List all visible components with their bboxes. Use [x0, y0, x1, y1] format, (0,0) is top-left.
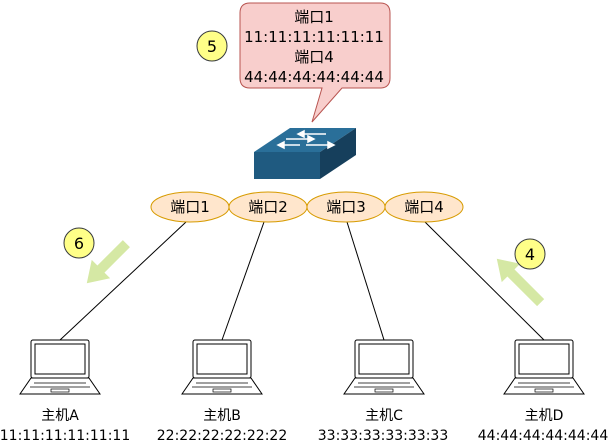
links: [59, 221, 545, 341]
step-badge-4: [514, 238, 546, 270]
laptop-icon: [181, 339, 263, 395]
host-c-name: 主机C: [365, 408, 403, 424]
arrow-to-host-a-icon: [86, 240, 130, 284]
ports: 端口1 端口2 端口3 端口4: [150, 191, 464, 223]
laptop-icon: [503, 339, 585, 395]
host-c: 主机C 33:33:33:33:33:33: [318, 339, 448, 444]
link-port3-host-c: [346, 221, 385, 341]
host-d: 主机D 44:44:44:44:44:44: [478, 339, 609, 444]
host-b: 主机B 22:22:22:22:22:22: [157, 339, 287, 444]
host-a-mac: 11:11:11:11:11:11: [0, 428, 130, 444]
callout-line-2: 11:11:11:11:11:11: [244, 28, 384, 46]
port-4: [384, 191, 464, 223]
link-port1-host-a: [59, 221, 187, 341]
callout-shape: [239, 2, 391, 123]
mac-table-callout: 端口1 11:11:11:11:11:11 端口4 44:44:44:44:44…: [239, 2, 391, 123]
host-d-name: 主机D: [525, 408, 564, 424]
switch-arrows-icon: [276, 129, 336, 150]
laptop-icon: [343, 339, 425, 395]
callout-line-1: 端口1: [294, 8, 334, 26]
callout-line-4: 44:44:44:44:44:44: [244, 68, 384, 86]
host-a-name: 主机A: [41, 408, 79, 424]
frame-arrows: [86, 240, 545, 307]
port-3-label: 端口3: [326, 198, 366, 216]
step-badge-5: [196, 30, 228, 62]
host-a: 主机A 11:11:11:11:11:11: [0, 339, 130, 444]
port-2-label: 端口2: [248, 198, 288, 216]
step-badges: 5 6 4: [63, 30, 546, 270]
port-4-label: 端口4: [404, 198, 444, 216]
callout-line-3: 端口4: [294, 48, 334, 66]
step-badge-6-label: 6: [74, 234, 84, 253]
laptop-icon: [19, 339, 101, 395]
link-port4-host-d: [424, 221, 545, 341]
step-badge-6: [63, 227, 95, 259]
arrow-from-host-d-icon: [496, 258, 545, 307]
step-badge-4-label: 4: [525, 245, 535, 264]
link-port2-host-b: [221, 221, 265, 341]
hosts: 主机A 11:11:11:11:11:11 主机B 22:22:22:22:22…: [0, 339, 609, 444]
host-b-name: 主机B: [203, 408, 241, 424]
host-c-mac: 33:33:33:33:33:33: [318, 428, 448, 444]
switch-side-face: [320, 128, 356, 179]
port-1-label: 端口1: [170, 198, 210, 216]
network-switch-icon: [254, 128, 356, 179]
host-d-mac: 44:44:44:44:44:44: [478, 428, 609, 444]
step-badge-5-label: 5: [207, 37, 217, 56]
switch-front-face: [254, 152, 320, 179]
host-b-mac: 22:22:22:22:22:22: [157, 428, 287, 444]
